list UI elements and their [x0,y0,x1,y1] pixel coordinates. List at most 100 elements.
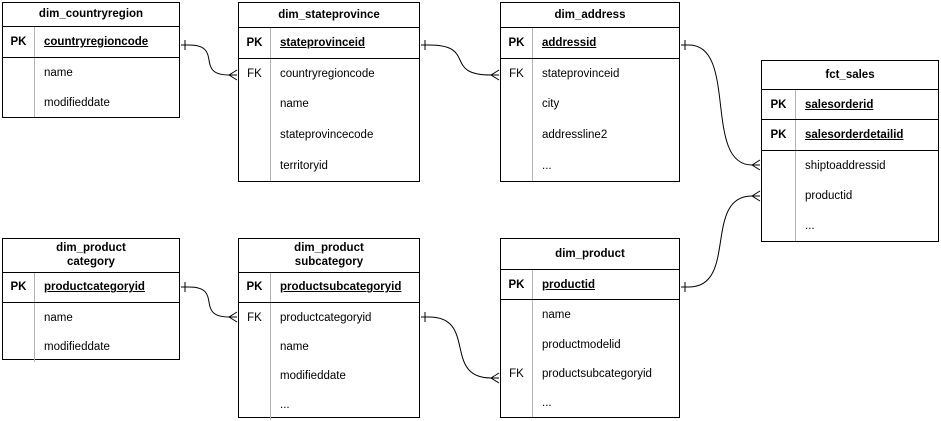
attribute-column: countryregioncode name stateprovincecode te… [271,59,419,181]
key-badge [3,88,34,117]
entity-title: dim_product [501,239,679,270]
key-badge: PK [3,272,35,302]
entity-title: dim_address [501,3,679,28]
key-badge [762,151,795,181]
entity-title: fct_sales [762,61,938,90]
attribute-name: territoryid [280,159,328,172]
attribute-row[interactable]: PK productcategoryid [3,272,179,302]
attribute-name: addressline2 [542,128,608,141]
key-badge [762,211,795,241]
crow-foot-prong-upper [228,311,238,318]
attribute-name: name [44,67,73,79]
crow-foot-prong-lower [228,316,238,323]
attribute-name: productid [805,190,853,202]
attribute-name: productsubcategoryid [280,281,402,294]
key-column [3,58,35,117]
entity-title: dim_product subcategory [239,239,419,273]
key-badge [762,181,795,211]
attribute-name: productcategoryid [280,311,372,324]
key-badge: PK [239,272,271,302]
key-badge [3,303,34,333]
key-badge: PK [501,270,533,299]
primary-key-block: PK addressid [501,28,679,59]
crow-foot-prong-upper [490,69,500,76]
relationship-rel-product-sales[interactable] [681,190,761,292]
attribute-name: name [44,311,73,324]
relationship-rel-stateprovince-address[interactable] [421,40,500,81]
key-badge: PK [501,28,533,58]
key-badge [239,150,270,181]
attribute-name: name [280,98,309,110]
attribute-name: countryregioncode [280,68,375,80]
relationship-line [688,44,753,166]
attribute-name: productcategoryid [44,281,145,294]
relationship-line [188,286,230,318]
key-badge [239,89,270,119]
attribute-row[interactable]: PK productsubcategoryid [239,272,419,302]
key-badge: PK [239,28,271,58]
attribute-name: ... [542,159,552,172]
crow-foot-prong-lower [751,195,761,202]
attribute-name: stateprovincecode [280,128,374,141]
key-badge [239,119,270,150]
key-badge: FK [509,68,524,80]
crow-foot-prong-lower [751,164,761,171]
attribute-row[interactable]: PK productid [501,270,679,299]
attribute-row[interactable]: PK addressid [501,28,679,58]
attribute-column: productcategoryid name modifieddate... [271,303,419,420]
key-badge: FK [247,311,262,324]
key-badge: PK [762,90,796,119]
attribute-name: ... [280,399,290,412]
attribute-name: modifieddate [280,370,346,383]
relationship-rel-countryregion-stateprovince[interactable] [181,40,238,81]
crow-foot-prong-upper [228,69,238,76]
crow-foot-prong-upper [751,190,761,197]
crow-foot-prong-lower [228,74,238,81]
key-badge [501,300,532,330]
crow-foot-prong-upper [490,372,500,379]
key-badge [501,89,532,119]
entity-title: dim_countryregion [3,3,179,27]
relationship-line [188,44,230,76]
attribute-name: shiptoaddressid [805,160,886,172]
relationship-rel-address-sales[interactable] [681,40,761,171]
relationship-line [688,195,753,288]
key-badge [239,391,270,420]
relationship-rel-subcategory-product[interactable] [421,312,500,384]
attribute-name: name [280,341,309,354]
relationship-rel-productcategory-subcategory[interactable] [181,282,238,323]
key-column [762,151,796,241]
key-column: FK [501,59,533,181]
key-badge [3,333,34,362]
entity-title: dim_stateprovince [239,3,419,28]
attribute-name: salesorderdetailid [805,129,904,141]
attribute-name: addressid [542,37,597,49]
key-badge [239,333,270,362]
attribute-name: productid [542,278,596,291]
relationship-line [428,44,492,76]
attribute-name: countryregioncode [44,36,149,48]
